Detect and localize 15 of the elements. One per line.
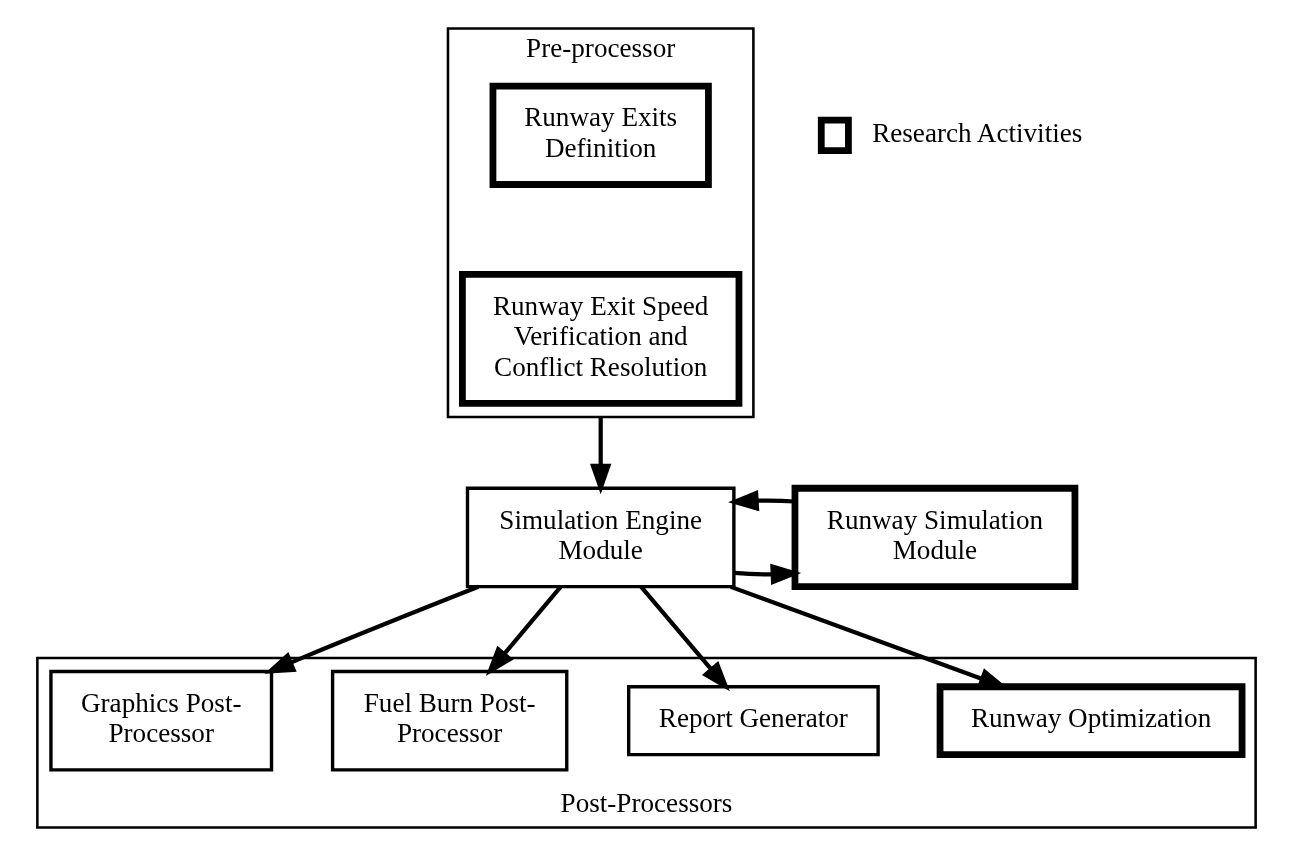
arrow <box>639 585 730 692</box>
node-box: Graphics Post-Processor <box>49 669 274 772</box>
arrow <box>590 416 612 495</box>
arrow <box>264 584 480 674</box>
arrow <box>728 489 795 512</box>
node-box: Runway Exits Definition <box>489 82 712 188</box>
node-box: Simulation Engine Module <box>465 486 736 589</box>
node-box: Runway Simulation Module <box>791 484 1079 591</box>
node-box: Fuel Burn Post-Processor <box>330 669 569 772</box>
node-box: Runway Exit Speed Verification and Conflict Resolution <box>459 271 743 407</box>
legend-label: Research Activities <box>872 117 1083 148</box>
node-box: Report Generator <box>627 685 880 757</box>
arrow <box>485 585 563 676</box>
node-box: Runway Optimization <box>936 683 1246 759</box>
arrow <box>734 563 802 586</box>
